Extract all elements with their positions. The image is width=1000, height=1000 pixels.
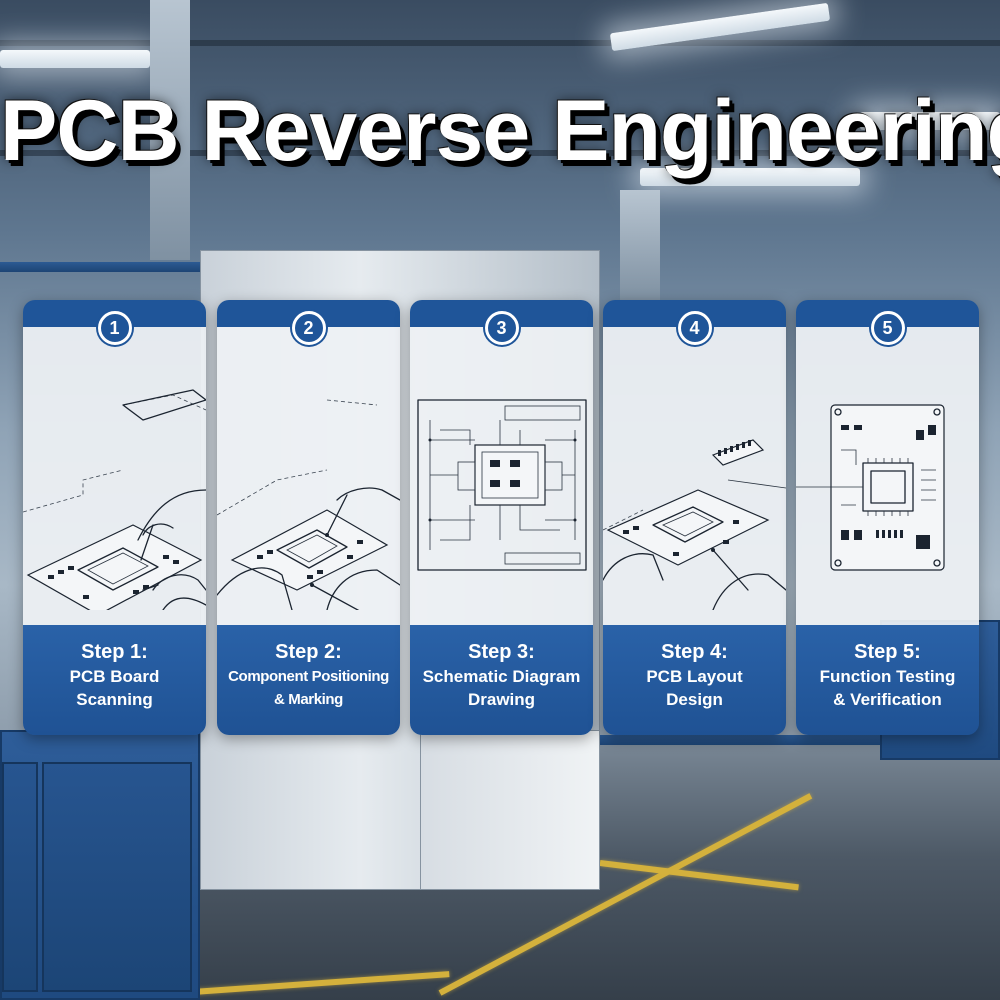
step-number-badge: 4 bbox=[677, 311, 712, 345]
step-title: Step 5: bbox=[854, 641, 921, 663]
step-description: PCB Board Scanning bbox=[69, 667, 160, 709]
step-card-3: 3 Step 3: Schematic Diagram Drawing bbox=[410, 300, 593, 735]
ceiling-light bbox=[640, 168, 860, 186]
pcb-scanning-icon bbox=[23, 389, 206, 610]
card-footer bbox=[796, 625, 979, 735]
step-description: Schematic Diagram Drawing bbox=[422, 667, 581, 709]
machine-lower-panel bbox=[420, 730, 600, 890]
step-description: Component Positioning & Marking bbox=[228, 668, 389, 708]
step-title: Step 2: bbox=[275, 641, 342, 663]
step-number-badge: 5 bbox=[870, 311, 905, 345]
step-number-badge: 1 bbox=[97, 311, 132, 345]
step-card-4: 4 Step 4: PCB Layout Design bbox=[603, 300, 786, 735]
workstation-rail bbox=[0, 262, 200, 272]
ceiling-light bbox=[860, 112, 1000, 130]
pcb-layout-icon bbox=[603, 439, 786, 610]
card-footer bbox=[217, 625, 400, 735]
wall-column bbox=[620, 190, 660, 300]
tool-cabinet bbox=[0, 730, 200, 1000]
function-testing-icon bbox=[796, 404, 945, 571]
cabinet-door bbox=[42, 762, 192, 992]
workstation-rail bbox=[600, 735, 1000, 745]
step-description: Function Testing & Verification bbox=[819, 667, 956, 709]
step-card-1: 1 Step 1: PCB Board Scanning bbox=[23, 300, 206, 735]
card-footer bbox=[603, 625, 786, 735]
step-number-badge: 3 bbox=[484, 311, 519, 345]
card-footer bbox=[410, 625, 593, 735]
ceiling-duct bbox=[150, 0, 190, 260]
step-number-badge: 2 bbox=[291, 311, 326, 345]
card-body bbox=[603, 327, 786, 625]
step-description: PCB Layout Design bbox=[646, 667, 743, 709]
card-footer bbox=[23, 625, 206, 735]
ceiling-beam bbox=[0, 40, 1000, 46]
step-title: Step 4: bbox=[661, 641, 728, 663]
step-card-2: 2 Step 2: Component Positioning & Markin… bbox=[217, 300, 400, 735]
ceiling-light bbox=[0, 50, 150, 68]
component-marking-icon bbox=[217, 399, 400, 610]
step-card-5: 5 bbox=[796, 300, 979, 735]
step-title: Step 1: bbox=[81, 641, 148, 663]
page-title: PCB Reverse Engineering bbox=[0, 83, 1000, 179]
step-title: Step 3: bbox=[468, 641, 535, 663]
schematic-icon bbox=[417, 399, 587, 571]
ceiling-beam bbox=[0, 150, 1000, 156]
cabinet-door bbox=[2, 762, 38, 992]
